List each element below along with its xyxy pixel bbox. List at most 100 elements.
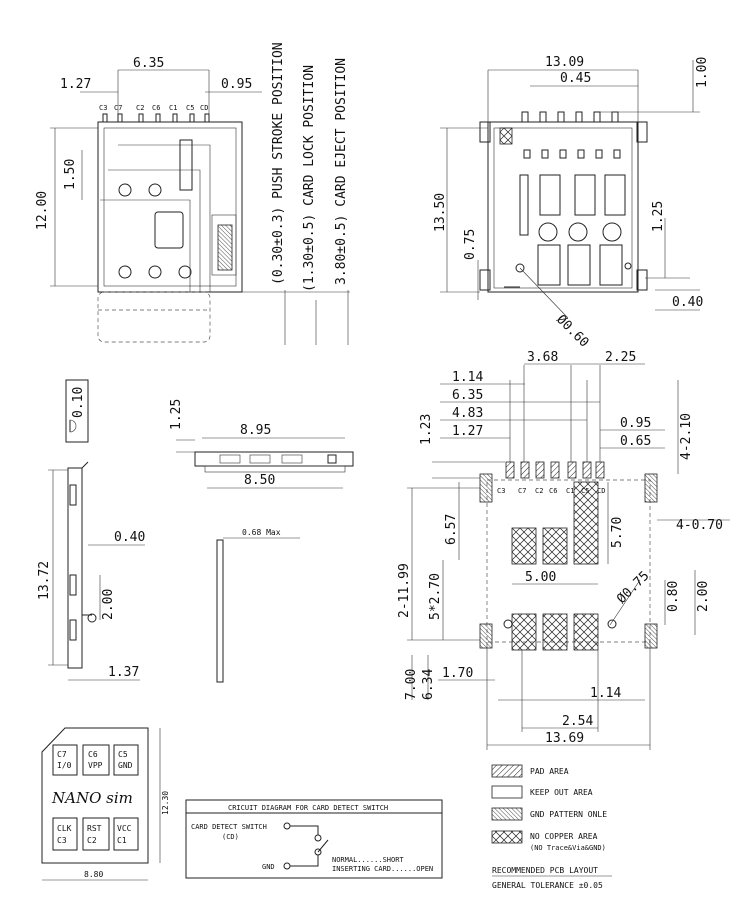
nano-sim-label: NANO sim [51,789,133,807]
gnd-swatch [491,807,523,821]
dim-13.72: 13.72 [37,561,52,600]
legend-pad: PAD AREA [530,767,569,776]
dim-1.25: 1.25 [651,201,666,232]
pin-label: C3 [99,104,107,112]
dim-0.75: 0.75 [463,229,478,260]
legend-nocopper-note: (NO Trace&Via&GND) [530,844,606,852]
pcb-pin-label: CD [597,487,605,495]
dim-phi-0.60: Ø0.60 [553,312,591,350]
dim-7.00: 7.00 [404,669,419,700]
dim-1.23: 1.23 [419,414,434,445]
dim-1.50: 1.50 [63,159,78,190]
contact-name: C6 [88,750,98,759]
card-width: 8.80 [84,870,103,879]
top-left-view: C3 C7 C2 C6 C1 C5 CD 6.35 1.27 0.95 12.0… [35,42,350,345]
contact-func: I/0 [57,761,72,770]
top-pins [521,111,619,123]
dim-1.14b: 1.14 [590,686,621,701]
contact-holes [118,183,192,279]
gnd-label: GND [262,863,275,871]
contact-name: C5 [118,750,128,759]
dim-4.83: 4.83 [452,406,483,421]
legend: PAD AREA KEEP OUT AREA GND PATTERN ONLE … [491,764,612,890]
thickness-label: 0.68 Max [242,528,281,537]
circuit-diagram-box: CRICUIT DIAGRAM FOR CARD DETECT SWITCH C… [185,799,443,879]
dim-0.80: 0.80 [666,581,681,612]
side-view: 0.10 13.72 0.40 2.00 1.37 [37,379,145,681]
dim-8.50: 8.50 [244,473,275,488]
pcb-pin-pads [505,461,605,479]
dim-0.40: 0.40 [114,530,145,545]
dim-1.27: 1.27 [60,77,91,92]
dim-0.95: 0.95 [620,416,651,431]
dim-1.14: 1.14 [452,370,483,385]
dim-6.35: 6.35 [133,56,164,71]
pin-label: C6 [152,104,160,112]
pcb-pin-label: C7 [518,487,526,495]
dim-5.00: 5.00 [525,570,556,585]
dim-3.68: 3.68 [527,350,558,365]
contact-func: VPP [88,761,103,770]
pin-label: C2 [136,104,144,112]
contact-name: C7 [57,750,67,759]
dim-1.37: 1.37 [108,665,139,680]
pcb-pin-label: C6 [549,487,557,495]
dim-1.25: 1.25 [169,399,184,430]
pin-label: C5 [186,104,194,112]
contact-func: C1 [117,836,127,845]
pcb-layout: C3 C7 C2 C6 C1 C5 CD 3.68 2.25 1.14 6.35… [397,350,730,750]
card-lock-label: (1.30±0.5) CARD LOCK POSITION [302,65,317,292]
contact-func: C2 [87,836,97,845]
pcb-pin-label: C3 [497,487,505,495]
dim-1.27: 1.27 [452,424,483,439]
keep-swatch [491,785,523,799]
circuit-title: CRICUIT DIAGRAM FOR CARD DETECT SWITCH [228,804,388,812]
nano-sim-card: C7 I/0 C6 VPP C5 GND CLK C3 RST C2 VCC C… [41,727,170,881]
dim-2.00: 2.00 [101,589,116,620]
dim-0.45: 0.45 [560,71,591,86]
dim-1.00: 1.00 [695,57,710,88]
dim-6.34: 6.34 [421,669,436,700]
contact-func: C3 [57,836,67,845]
inserting-label: INSERTING CARD......OPEN [332,865,433,873]
legend-keep: KEEP OUT AREA [530,788,593,797]
card-height: 12.30 [161,791,170,815]
pcb-layout-title: RECOMMENDED PCB LAYOUT [492,866,598,875]
card-eject-label: 3.80±0.5) CARD EJECT POSITION [334,58,349,285]
contact-func: GND [118,761,133,770]
cd-label: (CD) [222,833,239,841]
pin-label: C1 [169,104,177,112]
dim-phi-0.75: Ø0.75 [614,569,652,607]
spring-contacts [537,174,626,286]
dim-1.70: 1.70 [442,666,473,681]
dim-13.09: 13.09 [545,55,584,70]
dim-5.70: 5.70 [610,517,625,548]
dim-2.25: 2.25 [605,350,636,365]
pin-label: CD [200,104,208,112]
dim-0.10: 0.10 [71,387,86,418]
dim-4-0.70: 4-0.70 [676,518,723,533]
tolerance-note: GENERAL TOLERANCE ±0.05 [492,881,603,890]
contact-name: VCC [117,824,132,833]
dim-12.00: 12.00 [35,191,50,230]
pcb-pin-label: C2 [535,487,543,495]
pcb-pin-label: C1 [566,487,574,495]
dim-2.54: 2.54 [562,714,593,729]
dim-2.00: 2.00 [696,581,711,612]
push-stroke-label: (0.30±0.3) PUSH STROKE POSITION [271,42,286,285]
dim-0.40: 0.40 [672,295,703,310]
dim-8.95: 8.95 [240,423,271,438]
dim-6.35: 6.35 [452,388,483,403]
dim-5x2.70: 5*2.70 [428,573,443,620]
pad-swatch [491,764,523,778]
slot-row [523,149,621,159]
contact-name: CLK [57,824,72,833]
dim-0.65: 0.65 [620,434,651,449]
dim-4-2.10: 4-2.10 [679,413,694,460]
dim-13.69: 13.69 [545,731,584,746]
switch-label: CARD DETECT SWITCH [191,823,267,831]
contact-name: RST [87,824,102,833]
legend-nocopper: NO COPPER AREA [530,832,598,841]
legend-gnd: GND PATTERN ONLE [530,810,607,819]
